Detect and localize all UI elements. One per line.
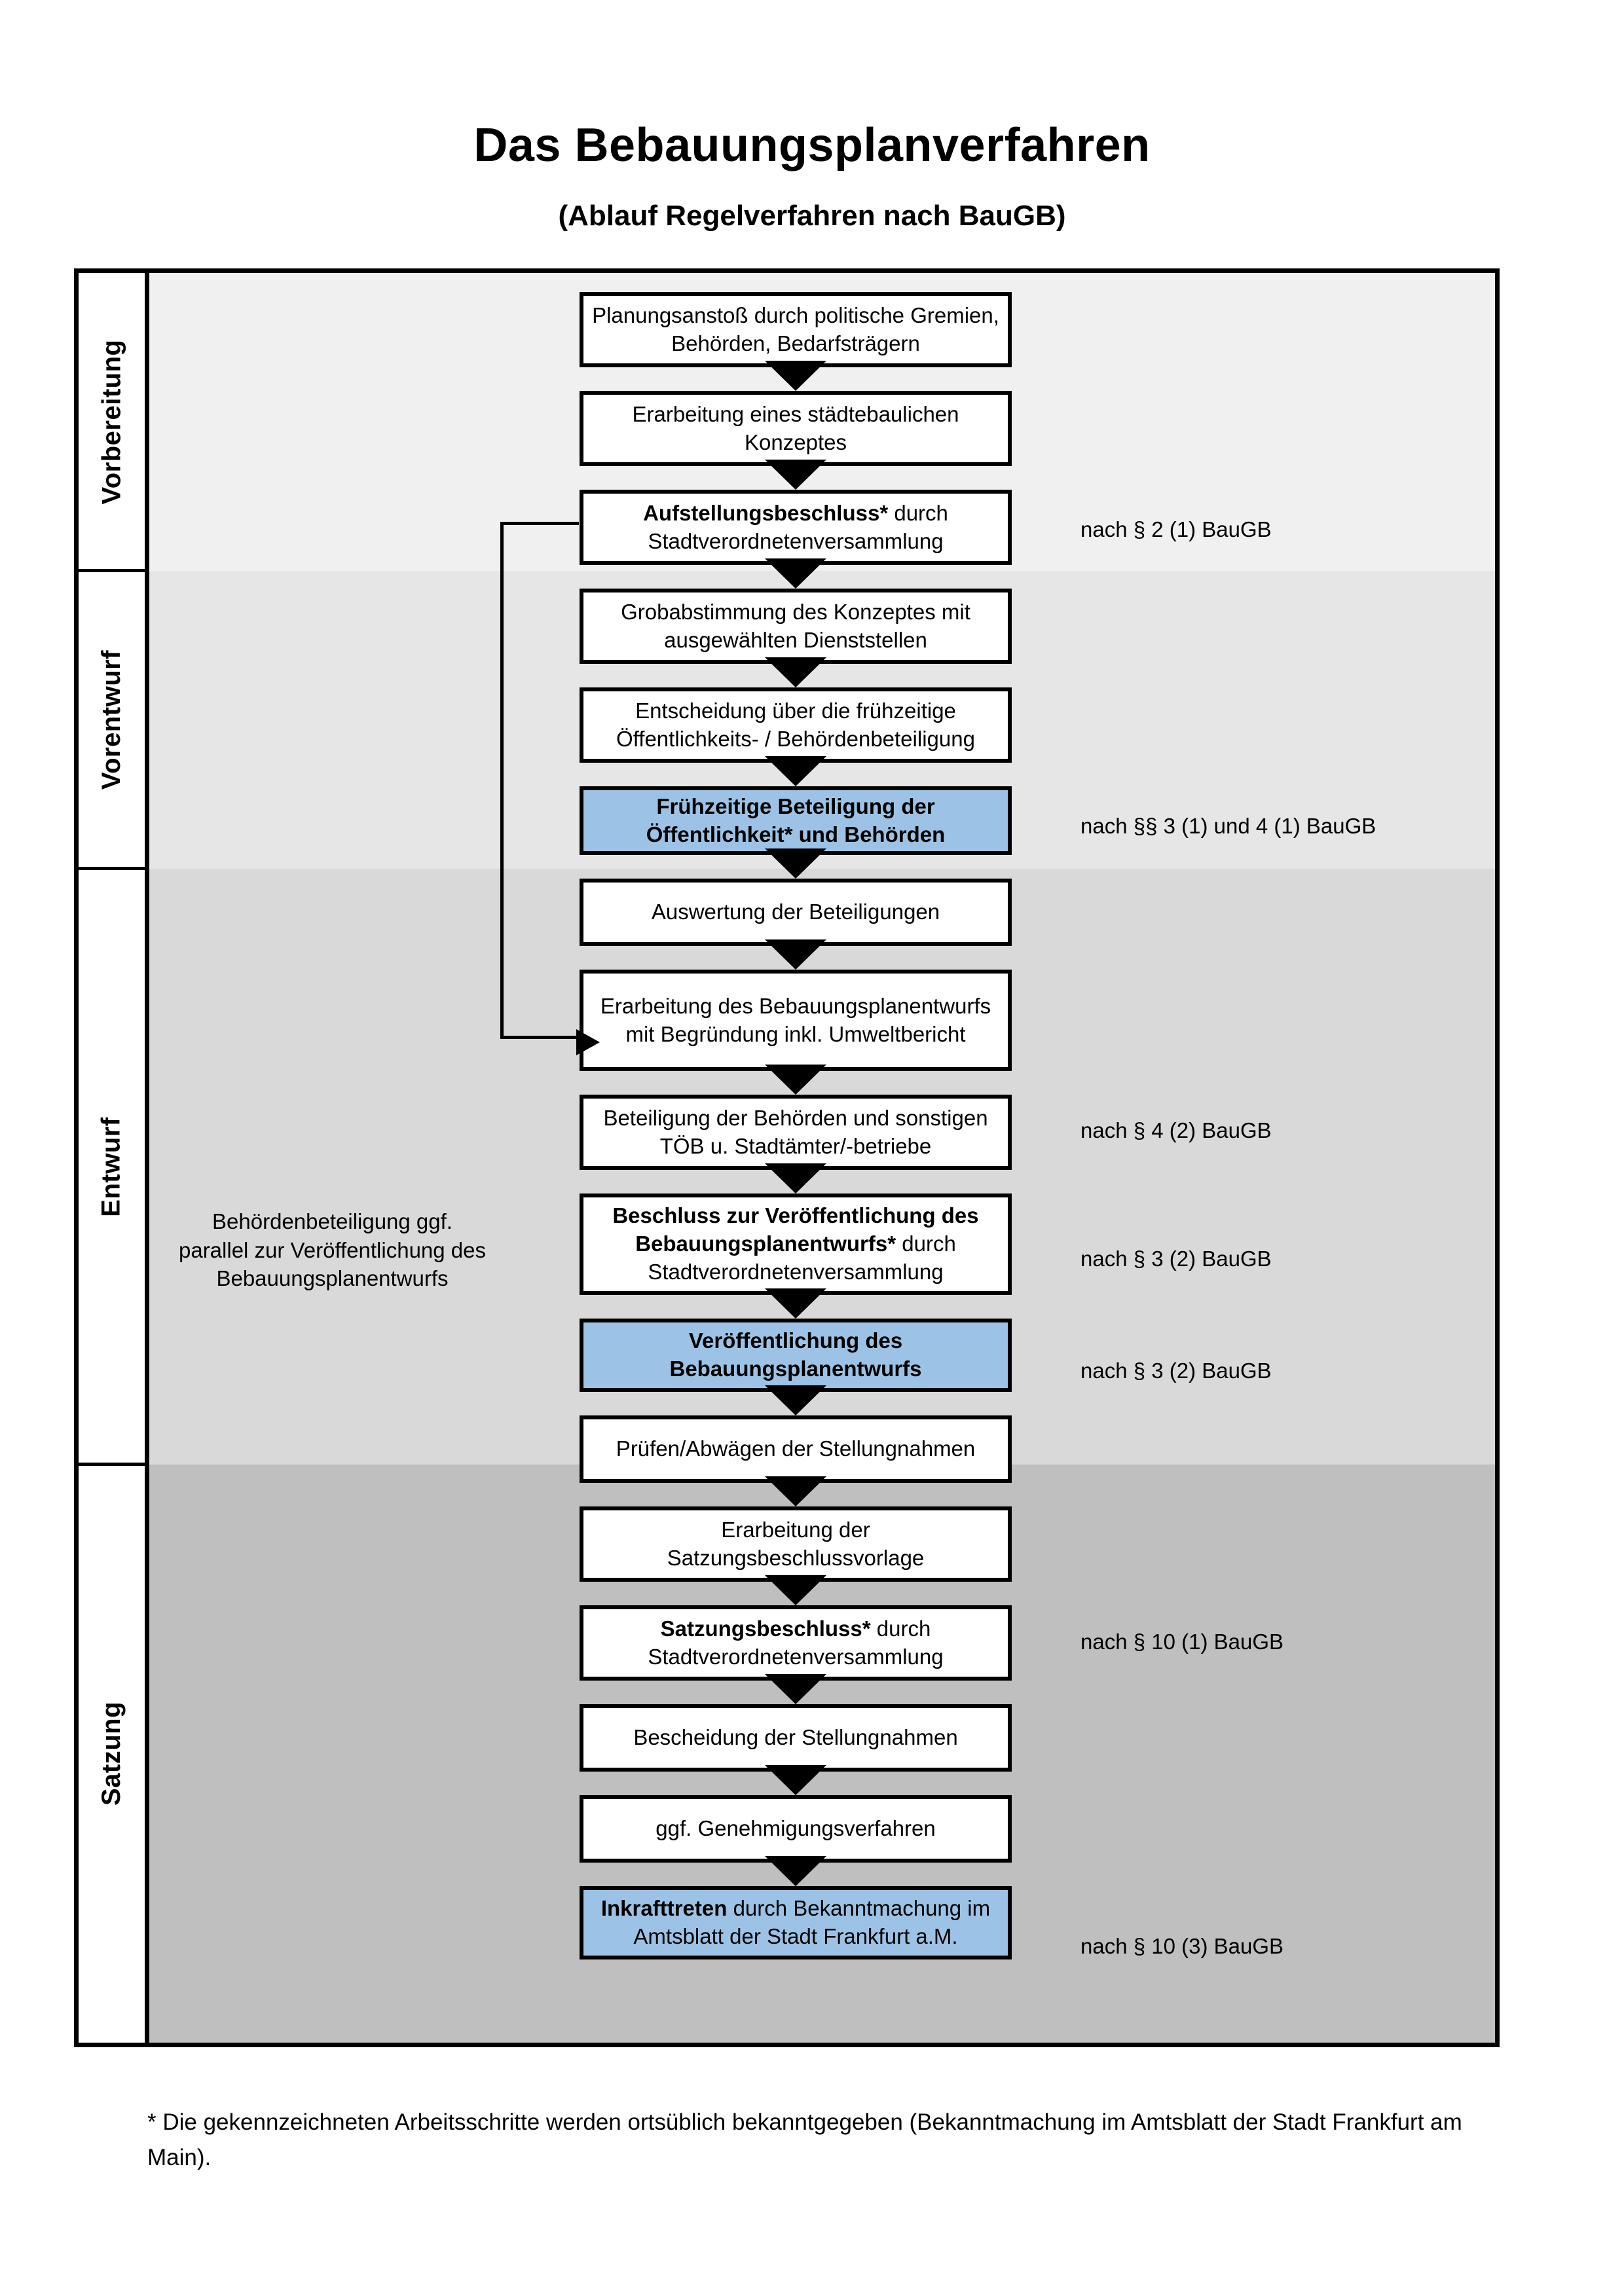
flow-arrow-icon-16 [765, 1856, 826, 1886]
step-box-staedtebau-konzept[interactable]: Erarbeitung eines städtebaulichen Konzep… [580, 391, 1012, 466]
step-text-inkrafttreten: durch Bekanntmachung im Amtsblatt der St… [633, 1896, 991, 1948]
step-box-erarbeitung-entwurf[interactable]: Erarbeitung des Bebauungsplanentwurfs mi… [580, 970, 1012, 1071]
legal-ref-par10-1: nach § 10 (1) BauGB [1080, 1630, 1284, 1654]
flow-arrow-icon-8 [765, 1065, 826, 1095]
page-title: Das Bebauungsplanverfahren [473, 119, 1151, 172]
step-text-auswertung: Auswertung der Beteiligungen [651, 900, 940, 924]
step-box-beschluss-veroeffentlichung[interactable]: Beschluss zur Veröffentlichung des Bebau… [580, 1194, 1012, 1295]
step-text-behoerdenbeteiligung: Beteiligung der Behörden und sonstigen T… [603, 1105, 988, 1158]
sidebar-item-satzung: Satzung [79, 1465, 145, 2043]
step-bold-satzungsbeschluss: Satzungsbeschluss* [660, 1616, 871, 1641]
flow-arrow-icon-6 [765, 848, 826, 879]
step-box-bescheidung[interactable]: Bescheidung der Stellungnahmen [580, 1704, 1012, 1772]
step-text-beschluss-veroeffentlichung: durch Stadtverordnetenversammlung [648, 1231, 956, 1284]
flow-arrow-icon-15 [765, 1765, 826, 1795]
side-note-parallel-behoerdenbeteiligung: Behördenbeteiligung ggf. parallel zur Ve… [178, 1209, 487, 1291]
flow-arrow-icon-10 [765, 1288, 826, 1319]
legal-ref-par10-3: nach § 10 (3) BauGB [1080, 1934, 1284, 1958]
step-box-inkrafttreten[interactable]: Inkrafttreten durch Bekanntmachung im Am… [580, 1886, 1012, 1959]
step-box-planungsanstoss[interactable]: Planungsanstoß durch politische Gremien,… [580, 292, 1012, 367]
phase-label-vorbereitung: Vorbereitung [97, 339, 126, 505]
step-box-fruehzeitige-beteiligung[interactable]: Frühzeitige Beteiligung der Öffentlichke… [580, 786, 1012, 855]
step-box-grobabstimmung[interactable]: Grobabstimmung des Konzeptes mit ausgewä… [580, 589, 1012, 664]
flow-arrow-icon-4 [765, 657, 826, 687]
step-text-satzungsbeschluss: durch Stadtverordnetenversammlung [648, 1616, 944, 1669]
legal-ref-par3-2-a: nach § 3 (2) BauGB [1080, 1247, 1272, 1271]
step-box-veroeffentlichung[interactable]: Veröffentlichung des Bebauungsplanentwur… [580, 1319, 1012, 1392]
sidebar-item-vorbereitung: Vorbereitung [79, 273, 145, 571]
legal-ref-par4-2: nach § 4 (2) BauGB [1080, 1118, 1272, 1142]
step-bold-inkrafttreten: Inkrafttreten [600, 1896, 728, 1921]
connector-left-segment [500, 522, 504, 1039]
legal-ref-par2-1: nach § 2 (1) BauGB [1080, 517, 1272, 541]
flow-arrow-icon-1 [765, 361, 826, 391]
step-box-pruefen-abwaegen[interactable]: Prüfen/Abwägen der Stellungnahmen [580, 1415, 1012, 1483]
step-box-entscheidung-fruehzeitig[interactable]: Entscheidung über die frühzeitige Öffent… [580, 687, 1012, 763]
step-text-entscheidung-fruehzeitig: Entscheidung über die frühzeitige Öffent… [616, 698, 975, 751]
step-bold-beschluss-veroeffentlichung: Beschluss zur Veröffentlichung des Bebau… [612, 1203, 979, 1256]
legal-ref-par3-1-4-1: nach §§ 3 (1) und 4 (1) BauGB [1080, 814, 1376, 838]
step-box-genehmigungsverfahren[interactable]: ggf. Genehmigungsverfahren [580, 1795, 1012, 1863]
step-box-behoerdenbeteiligung[interactable]: Beteiligung der Behörden und sonstigen T… [580, 1095, 1012, 1170]
phase-label-entwurf: Entwurf [97, 1116, 126, 1217]
step-bold-veroeffentlichung: Veröffentlichung des Bebauungsplanentwur… [669, 1328, 922, 1381]
footnote: * Die gekennzeichneten Arbeitsschritte w… [147, 2109, 1462, 2171]
flow-arrow-icon-3 [765, 558, 826, 589]
step-box-satzungsbeschluss[interactable]: Satzungsbeschluss* durch Stadtverordnete… [580, 1605, 1012, 1681]
sidebar-item-entwurf: Entwurf [79, 869, 145, 1465]
flow-arrow-icon-12 [765, 1476, 826, 1506]
heading-block: Das Bebauungsplanverfahren (Ablauf Regel… [0, 119, 1624, 232]
phase-divider-3 [79, 1463, 145, 1466]
connector-bottom-segment [500, 1036, 581, 1039]
phase-label-satzung: Satzung [97, 1701, 126, 1806]
connector-top-segment [500, 522, 579, 525]
step-text-genehmigungsverfahren: ggf. Genehmigungsverfahren [655, 1816, 936, 1841]
phase-label-vorentwurf: Vorentwurf [97, 649, 126, 790]
phase-column-divider [145, 273, 149, 2043]
step-text-satzungsvorlage: Erarbeitung der Satzungsbeschlussvorlage [667, 1517, 925, 1570]
flow-arrow-icon-2 [765, 460, 826, 490]
phase-divider-1 [79, 569, 145, 572]
step-bold-fruehzeitige-beteiligung: Frühzeitige Beteiligung der Öffentlichke… [646, 793, 946, 847]
step-box-satzungsvorlage[interactable]: Erarbeitung der Satzungsbeschlussvorlage [580, 1506, 1012, 1582]
step-text-erarbeitung-entwurf: Erarbeitung des Bebauungsplanentwurfs mi… [600, 993, 991, 1046]
page-subtitle: (Ablauf Regelverfahren nach BauGB) [558, 199, 1066, 232]
step-text-pruefen-abwaegen: Prüfen/Abwägen der Stellungnahmen [616, 1436, 976, 1461]
step-box-aufstellungsbeschluss[interactable]: Aufstellungsbeschluss* durch Stadtverord… [580, 490, 1012, 565]
connector-arrowhead-icon [576, 1029, 600, 1055]
flow-arrow-icon-7 [765, 939, 826, 970]
legal-ref-par3-2-b: nach § 3 (2) BauGB [1080, 1358, 1272, 1383]
flow-arrow-icon-11 [765, 1385, 826, 1415]
flow-arrow-icon-13 [765, 1575, 826, 1605]
flow-arrow-icon-9 [765, 1163, 826, 1194]
step-text-aufstellungsbeschluss: durch Stadtverordnetenversammlung [648, 500, 948, 553]
step-text-grobabstimmung: Grobabstimmung des Konzeptes mit ausgewä… [621, 599, 970, 652]
step-bold-aufstellungsbeschluss: Aufstellungsbeschluss* [643, 500, 889, 525]
step-text-bescheidung: Bescheidung der Stellungnahmen [633, 1725, 958, 1750]
step-text-staedtebau-konzept: Erarbeitung eines städtebaulichen Konzep… [632, 401, 959, 454]
flow-arrow-icon-5 [765, 756, 826, 786]
phase-divider-2 [79, 867, 145, 870]
step-box-auswertung[interactable]: Auswertung der Beteiligungen [580, 879, 1012, 946]
process-diagram: Vorbereitung Vorentwurf Entwurf Satzung … [74, 268, 1500, 2047]
flow-arrow-icon-14 [765, 1674, 826, 1704]
step-text-planungsanstoss: Planungsanstoß durch politische Gremien,… [592, 302, 999, 355]
sidebar-item-vorentwurf: Vorentwurf [79, 571, 145, 869]
